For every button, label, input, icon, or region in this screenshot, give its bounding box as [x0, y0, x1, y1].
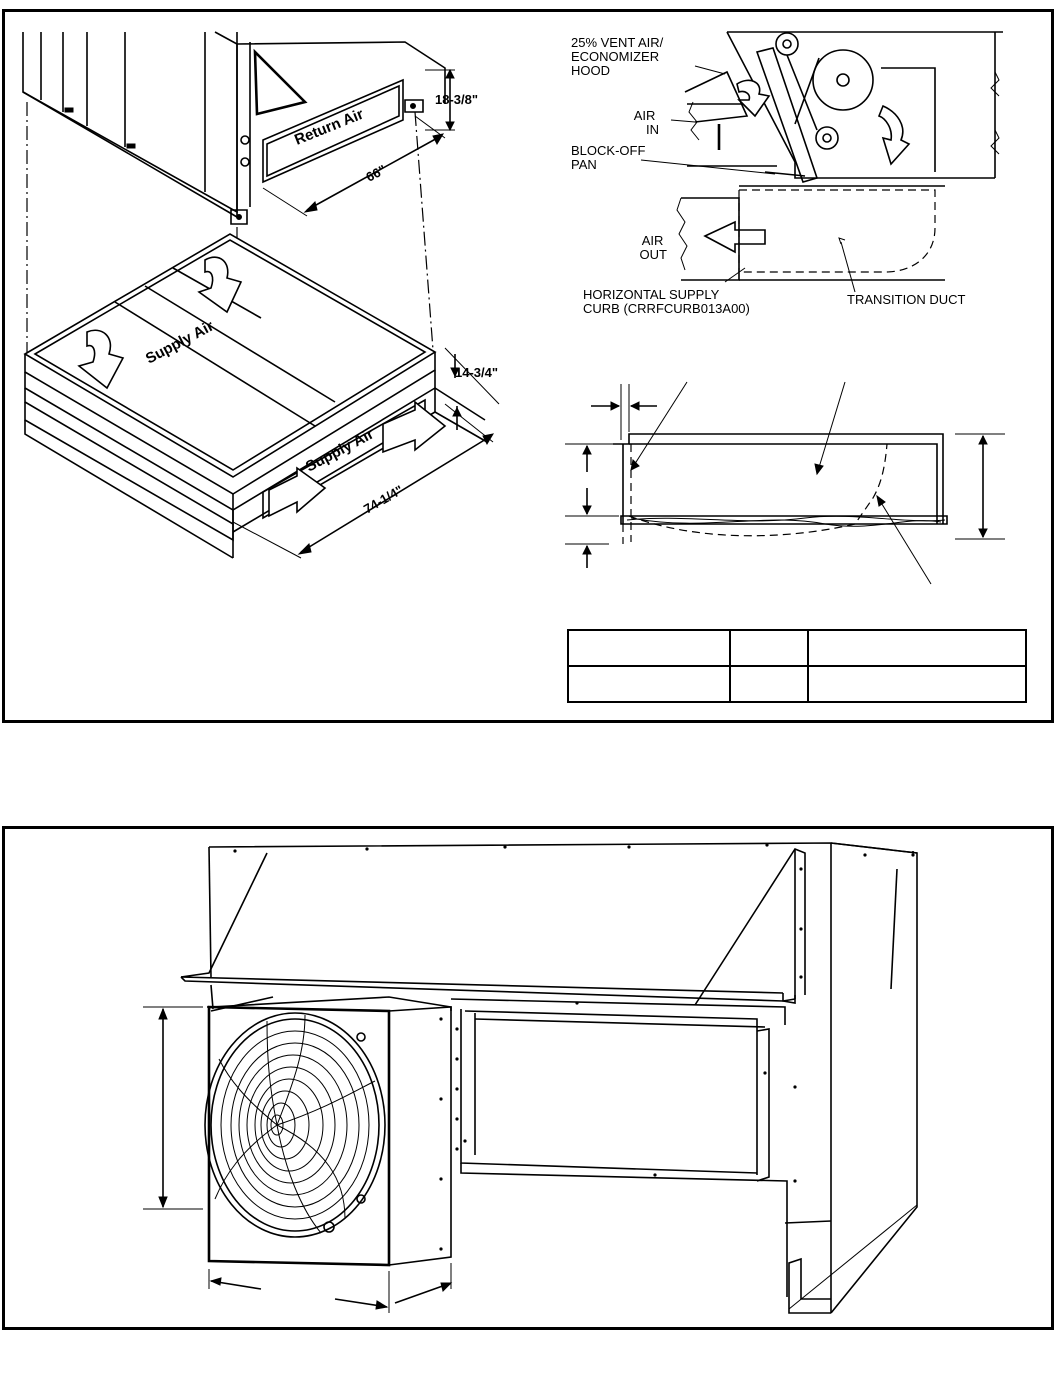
air-in-label: AIR IN — [634, 108, 659, 137]
economizer-section — [640, 31, 1003, 293]
unit-curb-isometric — [22, 31, 488, 559]
table-cell — [567, 629, 731, 667]
dim-curb-width — [232, 433, 495, 559]
table-cell — [567, 665, 731, 703]
table-row — [567, 665, 1027, 703]
dim-return-height — [425, 68, 455, 132]
top-figure-panel: Return Air Supply Air Supply Air 18-3/8"… — [2, 9, 1054, 723]
table-cell — [807, 665, 1027, 703]
dim-curb-height-label: 14-3/4" — [455, 365, 498, 380]
air-out-label: AIR OUT — [640, 233, 668, 262]
curb-dimension-table — [567, 629, 1027, 703]
dim-curb-height — [444, 347, 500, 443]
top-figure-drawing: Return Air Supply Air Supply Air 18-3/8"… — [22, 31, 1005, 585]
bottom-figure-panel — [2, 826, 1054, 1330]
table-cell — [729, 665, 809, 703]
block-off-pan-label: BLOCK-OFF PAN — [571, 143, 649, 172]
dim-return-width — [262, 115, 446, 217]
dim-return-height-label: 18-3/8" — [435, 92, 478, 107]
dim-return-width-label: 66" — [363, 162, 388, 185]
table-row — [567, 629, 1027, 667]
fan-hood-box — [204, 996, 452, 1267]
table-cell — [729, 629, 809, 667]
horizontal-supply-curb-label: HORIZONTAL SUPPLY CURB (CRRFCURB013A00) — [583, 287, 750, 316]
rooftop-unit-body — [180, 842, 918, 1314]
curb-cross-section — [565, 381, 1005, 585]
transition-duct-label: TRANSITION DUCT — [847, 292, 966, 307]
dim-curb-width-label: 74-1/4" — [361, 482, 406, 517]
table-cell — [807, 629, 1027, 667]
vent-hood-label: 25% VENT AIR/ ECONOMIZER HOOD — [571, 35, 667, 78]
unit-with-fan-hood-drawing — [143, 842, 918, 1314]
fan-box-dimensions — [143, 1006, 453, 1313]
